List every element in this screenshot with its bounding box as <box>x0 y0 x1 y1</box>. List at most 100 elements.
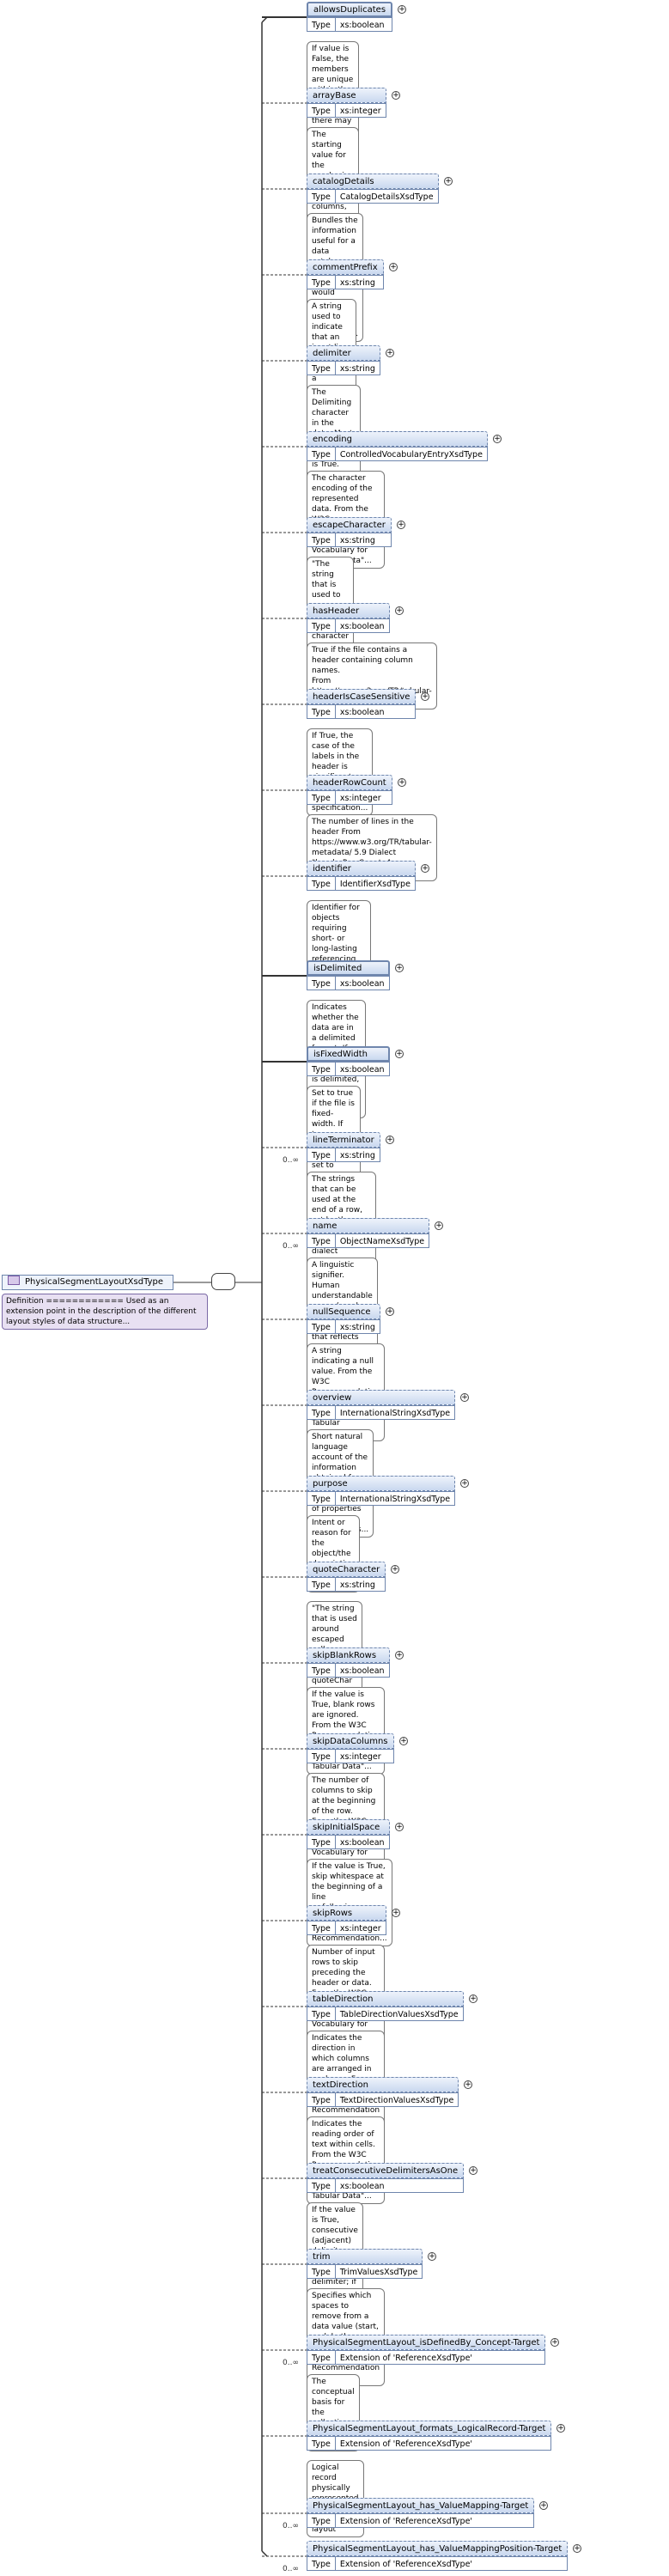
expand-icon[interactable]: + <box>397 521 405 529</box>
element-name[interactable]: commentPrefix <box>307 259 384 275</box>
element-name[interactable]: escapeCharacter <box>307 517 392 533</box>
expand-icon[interactable]: + <box>386 1136 394 1144</box>
element-name[interactable]: headerRowCount <box>307 775 392 790</box>
expand-icon[interactable]: + <box>556 2424 565 2433</box>
element-name[interactable]: delimiter <box>307 345 380 361</box>
type-value: IdentifierXsdType <box>339 880 411 889</box>
element-name[interactable]: PhysicalSegmentLayout_has_ValueMapping-T… <box>307 2498 534 2513</box>
element-name[interactable]: skipDataColumns <box>307 1733 394 1749</box>
type-value: xs:boolean <box>339 979 385 989</box>
element-name[interactable]: textDirection <box>307 2077 459 2092</box>
cardinality-label: 0..∞ <box>283 1242 299 1251</box>
element-name[interactable]: skipInitialSpace <box>307 1819 390 1835</box>
element-name[interactable]: trim <box>307 2249 423 2264</box>
element-name[interactable]: isDelimited <box>307 960 390 976</box>
root-type-box[interactable]: PhysicalSegmentLayoutXsdType <box>2 1275 173 1290</box>
type-key: Type <box>307 18 336 31</box>
type-key: Type <box>307 705 336 718</box>
element-name[interactable]: nullSequence <box>307 1304 380 1319</box>
expand-icon[interactable]: + <box>389 263 398 271</box>
type-value: TextDirectionValuesXsdType <box>339 2096 454 2105</box>
expand-icon[interactable]: + <box>421 692 429 701</box>
element-name[interactable]: PhysicalSegmentLayout_isDefinedBy_Concep… <box>307 2335 545 2350</box>
type-key: Type <box>307 1406 336 1419</box>
element-name[interactable]: skipBlankRows <box>307 1647 390 1663</box>
type-key: Type <box>307 362 336 375</box>
expand-icon[interactable]: + <box>469 1994 477 2003</box>
expand-icon[interactable]: + <box>550 2338 559 2347</box>
type-key: Type <box>307 2351 336 2364</box>
type-value: Extension of 'ReferenceXsdType' <box>339 2560 473 2569</box>
type-value: xs:boolean <box>339 1666 385 1676</box>
type-key: Type <box>307 1234 336 1247</box>
element-name[interactable]: headerIsCaseSensitive <box>307 689 416 704</box>
type-key: Type <box>307 791 336 804</box>
expand-icon[interactable]: + <box>398 5 406 14</box>
expand-icon[interactable]: + <box>493 435 502 443</box>
element-name[interactable]: catalogDetails <box>307 174 439 189</box>
sequence-compositor-icon[interactable] <box>211 1273 235 1290</box>
element-name[interactable]: hasHeader <box>307 603 390 618</box>
type-key: Type <box>307 1578 336 1591</box>
expand-icon[interactable]: + <box>573 2544 581 2553</box>
root-definition: Definition ============ Used as an exten… <box>2 1294 208 1330</box>
expand-icon[interactable]: + <box>392 1909 400 1917</box>
element-name[interactable]: tableDirection <box>307 1991 464 2007</box>
expand-icon[interactable]: + <box>398 778 406 787</box>
element-name[interactable]: purpose <box>307 1476 455 1491</box>
expand-icon[interactable]: + <box>386 349 394 357</box>
type-key: Type <box>307 877 336 890</box>
element-name[interactable]: arrayBase <box>307 88 386 103</box>
element-name[interactable]: skipRows <box>307 1905 386 1921</box>
element-name[interactable]: name <box>307 1218 429 1233</box>
element-name[interactable]: treatConsecutiveDelimitersAsOne <box>307 2163 464 2178</box>
expand-icon[interactable]: + <box>395 1050 404 1058</box>
element-name[interactable]: allowsDuplicates <box>307 2 392 17</box>
type-value: TableDirectionValuesXsdType <box>339 2010 459 2019</box>
element-name[interactable]: isFixedWidth <box>307 1046 390 1062</box>
expand-icon[interactable]: + <box>428 2252 436 2261</box>
expand-icon[interactable]: + <box>386 1307 394 1316</box>
expand-icon[interactable]: + <box>460 1393 469 1402</box>
element-name[interactable]: PhysicalSegmentLayout_has_ValueMappingPo… <box>307 2541 568 2556</box>
element-name[interactable]: identifier <box>307 861 416 876</box>
expand-icon[interactable]: + <box>539 2501 548 2510</box>
type-key: Type <box>307 1836 336 1848</box>
element-name[interactable]: overview <box>307 1390 455 1405</box>
type-key: Type <box>307 2007 336 2020</box>
type-value: xs:boolean <box>339 708 385 717</box>
expand-icon[interactable]: + <box>395 964 404 972</box>
expand-icon[interactable]: + <box>399 1737 408 1745</box>
element-name[interactable]: lineTerminator <box>307 1132 380 1148</box>
expand-icon[interactable]: + <box>421 864 429 873</box>
type-key: Type <box>307 2265 336 2278</box>
type-value: xs:integer <box>339 107 381 116</box>
expand-icon[interactable]: + <box>391 1565 399 1574</box>
type-value: xs:string <box>339 278 375 288</box>
expand-icon[interactable]: + <box>444 177 453 186</box>
expand-icon[interactable]: + <box>469 2166 477 2175</box>
expand-icon[interactable]: + <box>460 1479 469 1488</box>
expand-icon[interactable]: + <box>395 1651 404 1659</box>
expand-icon[interactable]: + <box>395 606 404 615</box>
element-name[interactable]: PhysicalSegmentLayout_formats_LogicalRec… <box>307 2421 551 2436</box>
expand-icon[interactable]: + <box>435 1221 443 1230</box>
expand-icon[interactable]: + <box>464 2080 472 2089</box>
element-name[interactable]: encoding <box>307 431 488 447</box>
type-key: Type <box>307 1320 336 1333</box>
expand-icon[interactable]: + <box>395 1823 404 1831</box>
expand-icon[interactable]: + <box>392 91 400 100</box>
element-name[interactable]: quoteCharacter <box>307 1562 386 1577</box>
